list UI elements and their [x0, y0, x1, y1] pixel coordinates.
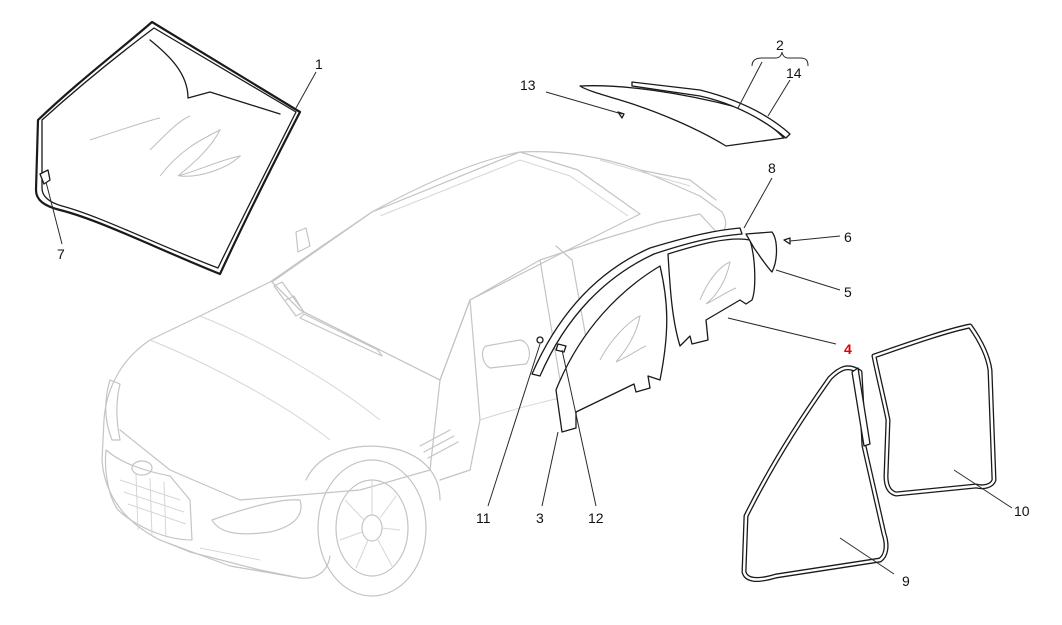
callout-12: 12 — [588, 510, 604, 526]
leader-lines — [45, 51, 1013, 575]
quarter-clip-part — [783, 237, 791, 245]
callout-10: 10 — [1014, 503, 1030, 519]
car-body — [101, 151, 727, 597]
callout-5: 5 — [844, 284, 852, 300]
callout-3: 3 — [536, 510, 544, 526]
callout-11: 11 — [476, 510, 491, 526]
callout-1: 1 — [315, 56, 323, 72]
windshield-part — [34, 20, 302, 276]
callout-9: 9 — [902, 573, 910, 589]
fixing-clips-part — [536, 336, 567, 353]
rear-door-seal-part — [871, 323, 997, 497]
quarter-glass-part — [745, 231, 778, 273]
callout-2: 2 — [776, 37, 784, 53]
front-door-seal-part — [741, 365, 889, 582]
rear-door-glass-part — [667, 238, 756, 347]
callout-8: 8 — [768, 160, 776, 176]
rear-glass-part — [579, 81, 791, 147]
windshield-clip-part — [39, 169, 51, 185]
callout-6: 6 — [844, 229, 852, 245]
callout-4: 4 — [844, 341, 852, 357]
callout-7: 7 — [57, 246, 65, 262]
callout-13: 13 — [520, 77, 536, 93]
door-upper-trim-part — [531, 227, 743, 377]
front-door-glass-part — [555, 265, 668, 433]
callout-14: 14 — [786, 65, 802, 81]
